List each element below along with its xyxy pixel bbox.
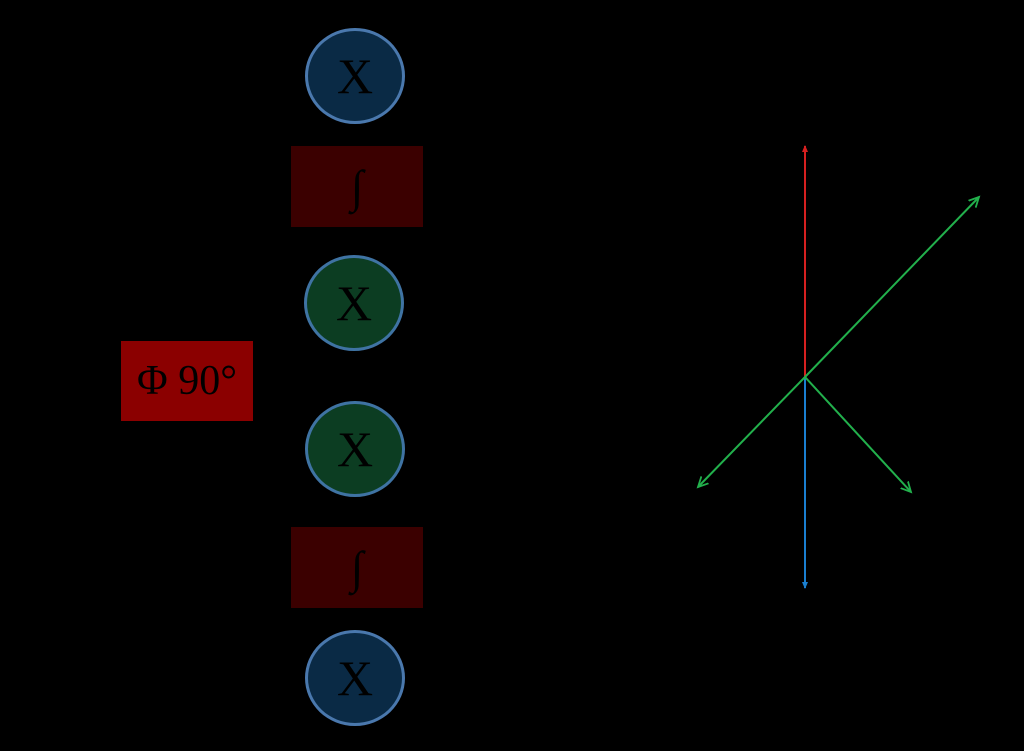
mixer-node-3: X	[305, 401, 405, 497]
mixer-3-label: X	[336, 421, 374, 477]
integrator-block-2: ∫	[291, 527, 423, 608]
mixer-2-label: X	[335, 275, 373, 331]
vector-diagonal-lower-left	[698, 376, 806, 487]
phase-shift-label: Φ 90°	[137, 358, 237, 404]
mixer-node-1: X	[305, 28, 405, 124]
integrator-2-label: ∫	[350, 541, 364, 593]
integrator-block-1: ∫	[291, 146, 423, 227]
mixer-node-2: X	[304, 255, 404, 351]
vector-diagonal-lower-right	[804, 376, 911, 492]
mixer-node-4: X	[305, 630, 405, 726]
integrator-1-label: ∫	[350, 160, 364, 212]
vector-diagonal-upper-right	[804, 197, 979, 378]
phase-shift-block: Φ 90°	[121, 341, 253, 421]
mixer-4-label: X	[336, 650, 374, 706]
mixer-1-label: X	[336, 48, 374, 104]
